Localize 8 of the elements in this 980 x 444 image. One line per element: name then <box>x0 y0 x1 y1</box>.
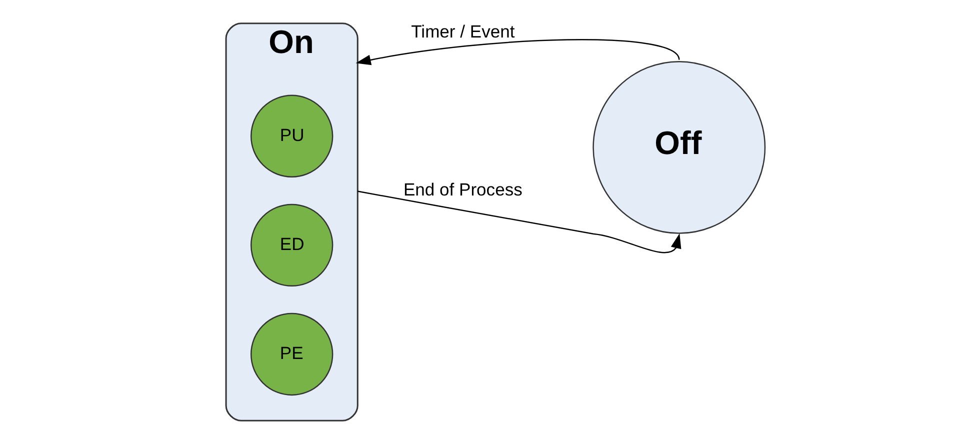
edge-label: End of Process <box>402 179 522 200</box>
arrow <box>355 39 680 66</box>
edge-label: Timer / Event <box>410 21 514 42</box>
node-circle: ED <box>250 204 333 287</box>
arrow <box>357 190 681 254</box>
node-circle: PE <box>250 312 333 396</box>
node-circle: PU <box>250 94 333 178</box>
node-circle: Off <box>592 60 766 234</box>
